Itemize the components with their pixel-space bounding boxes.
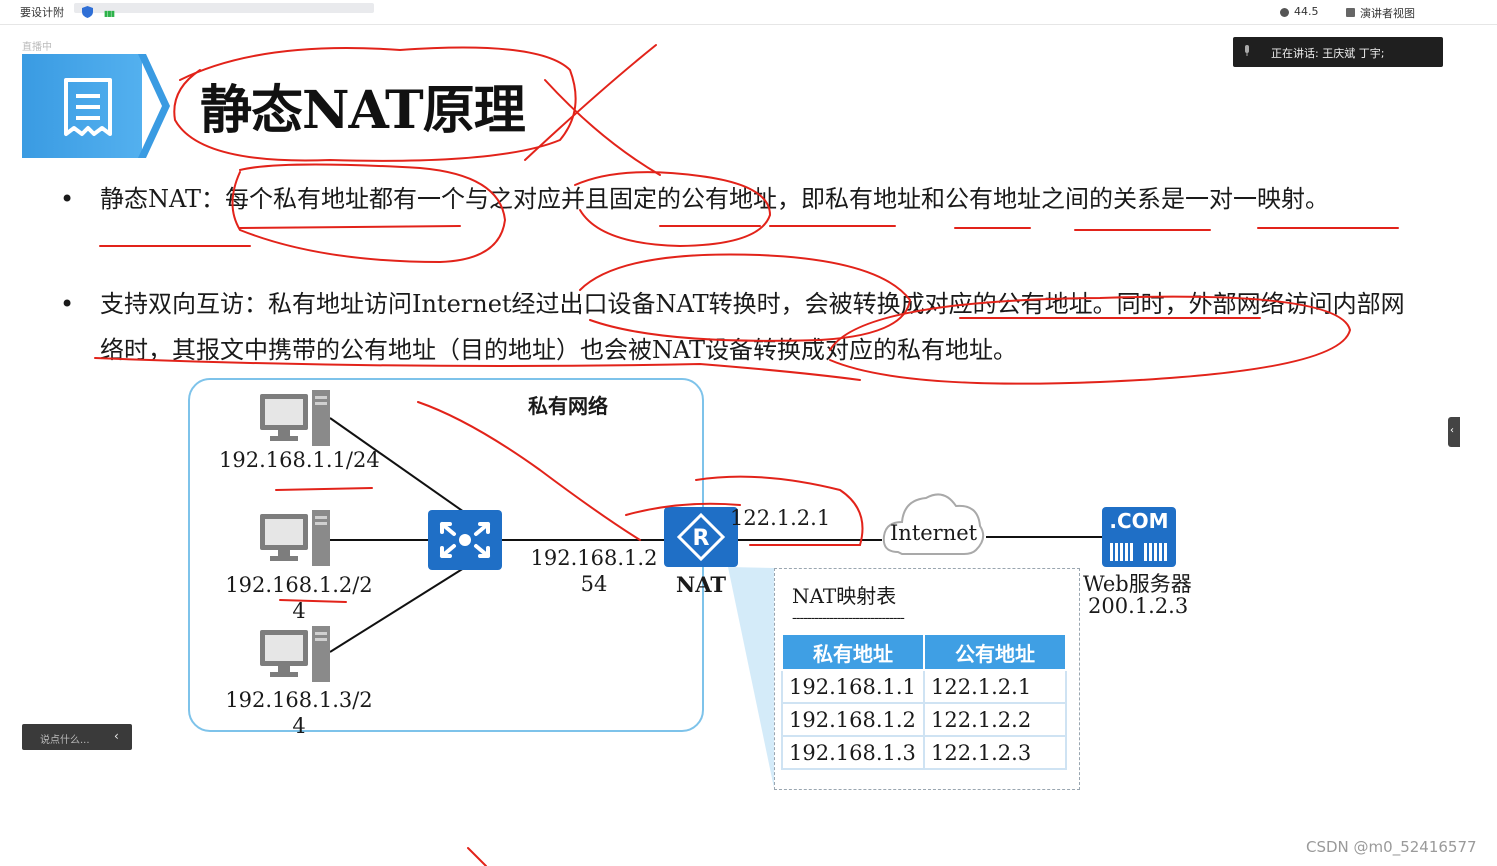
top-toolbar: 要设计附 ▮▮▮ 44.5 演讲者视图: [0, 0, 1497, 25]
document-icon: [64, 78, 112, 136]
table-row: 192.168.1.3 122.1.2.3: [781, 735, 1067, 770]
nat-label: NAT: [676, 572, 726, 597]
server-ip: 200.1.2.3: [1088, 594, 1189, 618]
chat-placeholder: 说点什么...: [40, 735, 90, 746]
table-header-row: 私有地址 公有地址: [781, 633, 1067, 671]
chat-input[interactable]: 说点什么... ‹: [22, 724, 132, 750]
table-row: 192.168.1.2 122.1.2.2: [781, 702, 1067, 737]
column-header: 公有地址: [923, 633, 1067, 671]
signal-icon: ▮▮▮: [104, 9, 115, 18]
router-icon: R: [664, 507, 738, 567]
nat-table: 私有地址 公有地址 192.168.1.1 122.1.2.1 192.168.…: [781, 633, 1067, 770]
internet-label: Internet: [890, 521, 978, 545]
nat-table-divider: ------------------------------: [792, 610, 905, 626]
computer-icon: [260, 390, 330, 446]
column-header: 私有地址: [781, 633, 925, 671]
table-cell: 122.1.2.2: [923, 702, 1067, 737]
side-panel-toggle[interactable]: ‹: [1448, 417, 1460, 447]
nat-inside-ip: 192.168.1.2 54: [530, 546, 658, 596]
watermark: CSDN @m0_52416577: [1306, 838, 1477, 856]
computer-icon: [260, 626, 330, 682]
server-label: Web服务器: [1083, 572, 1192, 596]
switch-icon: [428, 510, 502, 570]
table-cell: 192.168.1.1: [781, 669, 925, 704]
toolbar-left-text[interactable]: 要设计附: [20, 6, 64, 19]
host-3-ip: 192.168.1.3/2 4: [225, 688, 373, 738]
title-chevron: [138, 54, 170, 158]
speaking-indicator: 正在讲话: 王庆斌 丁宇;: [1233, 37, 1443, 67]
chevron-left-icon[interactable]: ‹: [114, 729, 119, 743]
nat-table-title: NAT映射表: [792, 584, 897, 608]
presenter-view-icon[interactable]: [1346, 8, 1355, 17]
toolbar-right-text-1: 44.5: [1294, 5, 1319, 18]
host-1-ip: 192.168.1.1/24: [219, 448, 380, 472]
live-tag: 直播中: [22, 42, 52, 53]
svg-text:R: R: [693, 526, 710, 551]
bullet-dot: •: [60, 185, 75, 213]
bullet-dot: •: [60, 290, 75, 318]
computer-icon: [260, 510, 330, 566]
nat-public-ip: 122.1.2.1: [730, 506, 831, 530]
table-row: 192.168.1.1 122.1.2.1: [781, 669, 1067, 704]
table-cell: 192.168.1.3: [781, 735, 925, 770]
blurred-address: [74, 3, 374, 13]
cloud-icon: [882, 493, 985, 555]
status-dot-icon: [1280, 8, 1289, 17]
host-2-ip: 192.168.1.2/2 4: [225, 573, 373, 623]
table-cell: 192.168.1.2: [781, 702, 925, 737]
chevron-left-icon: ‹: [1450, 425, 1454, 436]
speaking-text: 正在讲话: 王庆斌 丁宇;: [1271, 47, 1385, 60]
shield-icon[interactable]: [82, 6, 93, 18]
presenter-view-button[interactable]: 演讲者视图: [1360, 7, 1415, 20]
table-cell: 122.1.2.1: [923, 669, 1067, 704]
table-cell: 122.1.2.3: [923, 735, 1067, 770]
mic-icon: [1245, 45, 1249, 56]
server-badge: .COM: [1109, 509, 1169, 533]
server-icon: .COM: [1102, 507, 1176, 567]
